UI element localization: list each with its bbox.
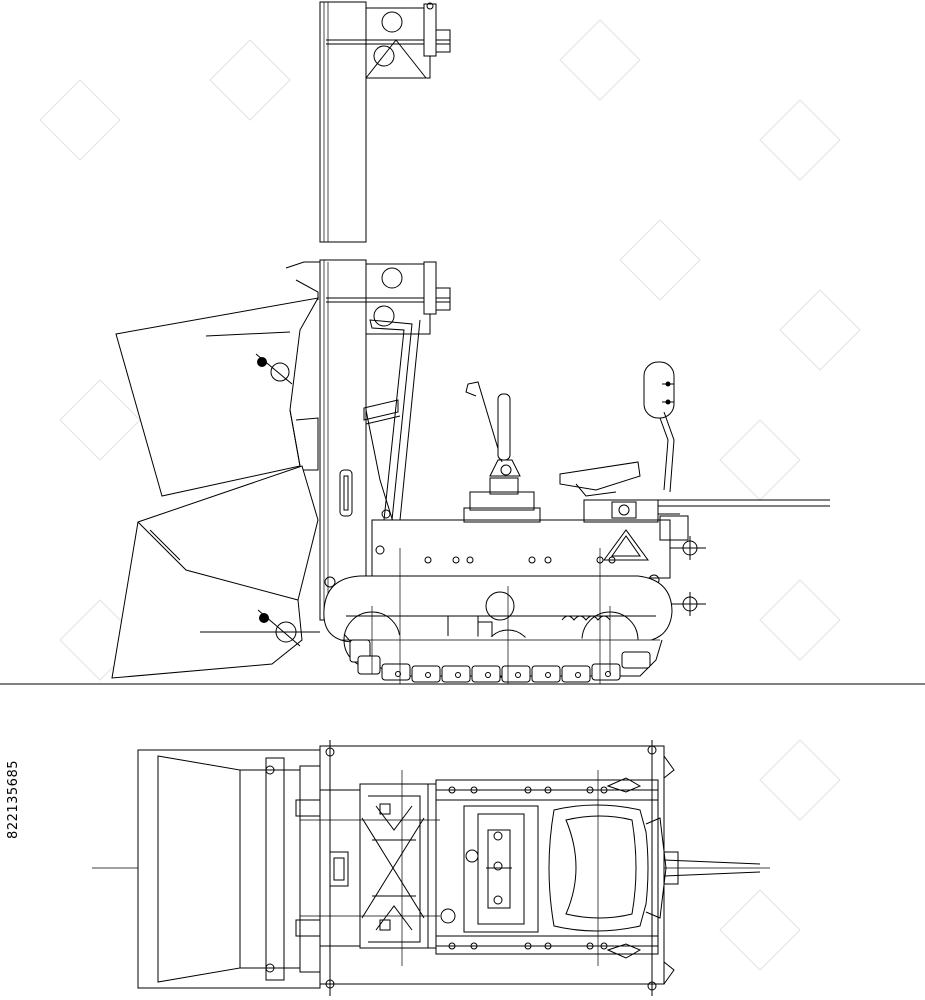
plan-construction-lines (300, 770, 598, 966)
frame-bolts (325, 510, 659, 587)
auger-housing-plan (138, 750, 320, 988)
body-plan (436, 780, 760, 954)
side-construction-lines (340, 548, 660, 684)
discharge-chute-upper (320, 2, 450, 242)
watermark-pattern (40, 20, 860, 970)
auger-bucket-upper (116, 298, 318, 496)
stock-id-label: 822135685 (6, 760, 21, 839)
operator-seat (560, 362, 674, 496)
side-view (0, 2, 925, 684)
crawler-track (324, 576, 672, 682)
auger-bucket-lower (112, 466, 320, 678)
plan-rails (326, 740, 674, 996)
vehicle-body (372, 382, 830, 616)
discharge-chute-lower (286, 260, 450, 620)
top-view (92, 740, 770, 996)
